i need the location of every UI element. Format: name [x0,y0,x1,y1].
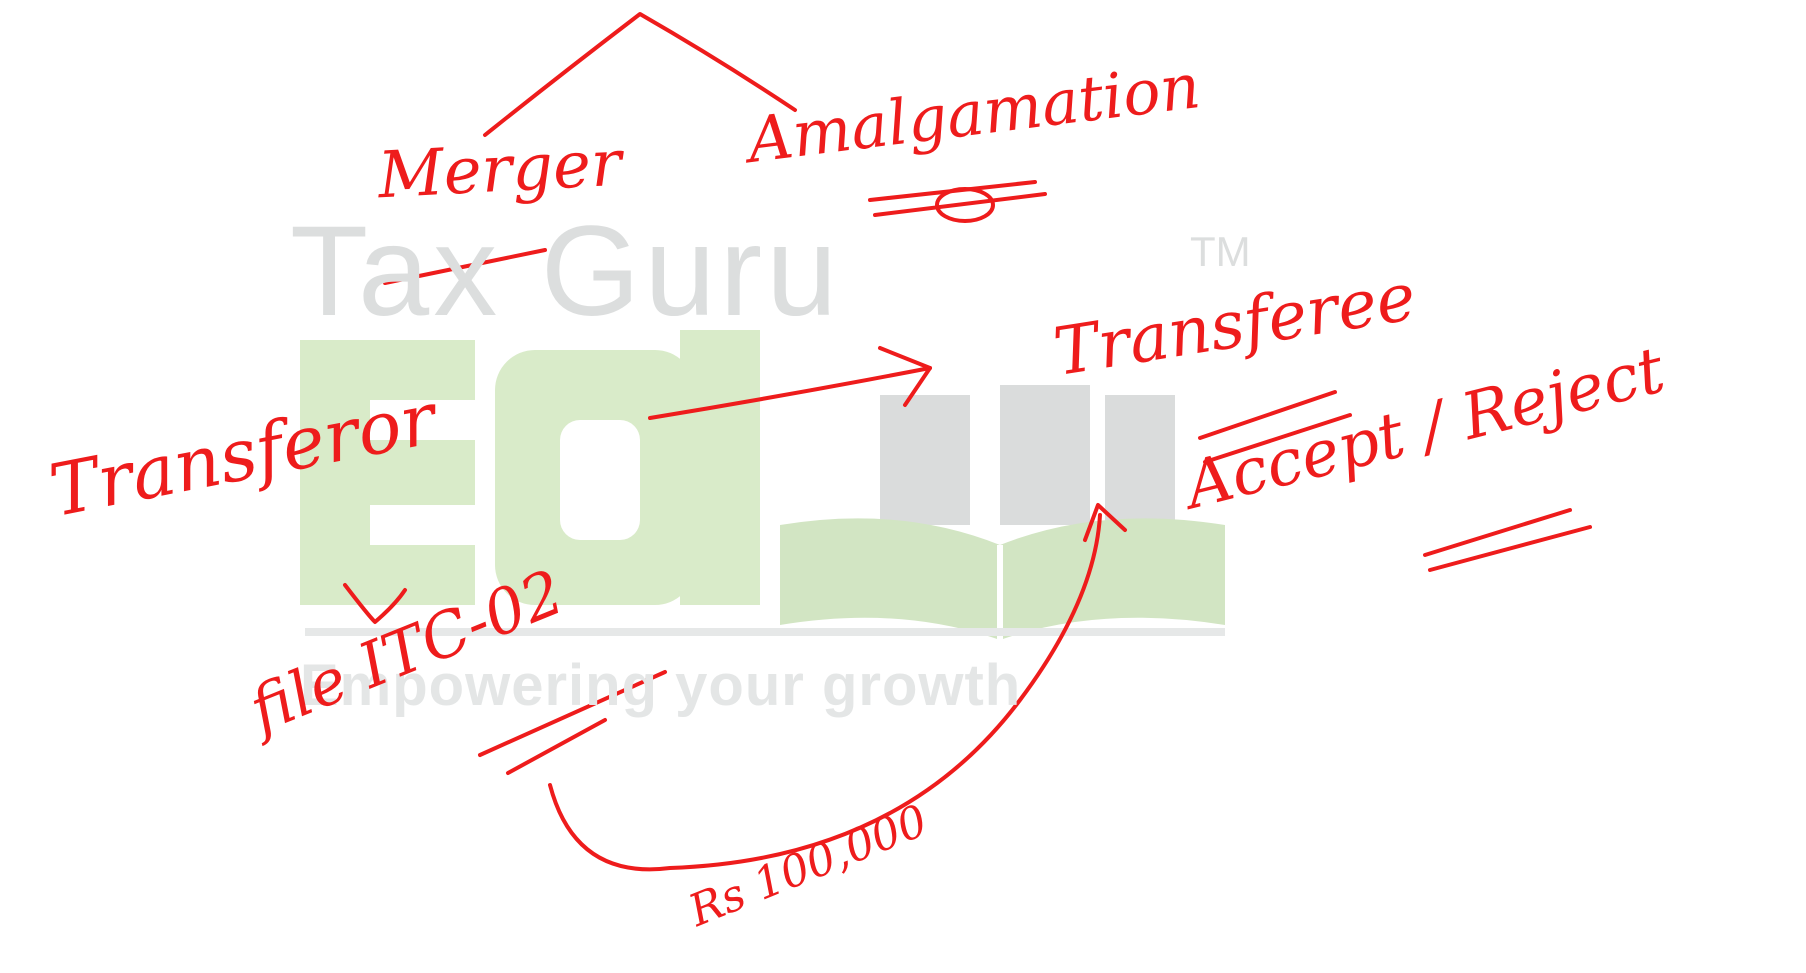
logo-pillar [1000,385,1090,525]
watermark-trademark: TM [1190,228,1251,275]
underline-stroke [506,718,607,775]
edu-book-logo [300,330,1225,640]
curve-arrow-head [1083,503,1127,542]
arrow-head [878,346,932,407]
underline-stroke [478,670,667,757]
pen-strokes [343,12,1592,872]
watermark-tagline: Empowering your growth [300,653,1022,718]
curve-arrow-stroke [548,513,1102,872]
underline-stroke [1203,413,1352,464]
arrow-stroke [648,366,932,420]
underline-stroke [1428,525,1592,572]
underline-stroke [873,192,1047,217]
logo-pillar [880,395,970,525]
underline-stroke [1423,508,1572,557]
underline-stroke [383,248,547,285]
logo-letter-e [300,340,475,605]
caret-stroke [483,12,797,137]
watermark-title: Tax Guru [290,200,842,343]
logo-pillar [1105,395,1175,525]
annotation-merger: Merger [376,126,624,214]
down-arrow-stroke [343,583,407,624]
circle-stroke [935,187,995,223]
underline-stroke [1198,390,1337,440]
